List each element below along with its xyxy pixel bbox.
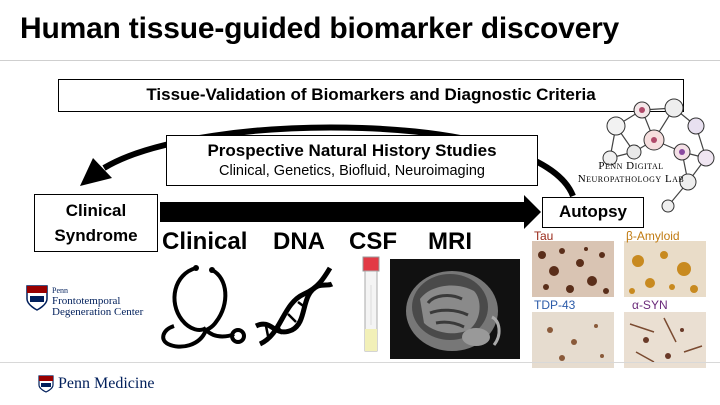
lab-name-line2: Neuropathology Lab xyxy=(548,173,714,186)
tdp43-stain-texture xyxy=(532,312,614,368)
penn-medicine-text: Penn Medicine xyxy=(58,375,154,393)
lab-name: Penn Digital Neuropathology Lab xyxy=(548,160,714,186)
penn-ftd-logo: Penn Frontotemporal Degeneration Center xyxy=(26,285,143,318)
footer-divider xyxy=(0,362,720,363)
asyn-label: α-SYN xyxy=(632,298,668,312)
curved-arrowhead xyxy=(80,158,112,186)
amyloid-label: β-Amyloid xyxy=(626,229,680,243)
tdp43-stain-panel xyxy=(532,312,614,368)
penn-ftd-line2: Degeneration Center xyxy=(52,307,143,318)
tau-stain-texture xyxy=(532,241,614,297)
natural-history-box: Prospective Natural History Studies Clin… xyxy=(166,135,538,186)
natural-history-subtitle: Clinical, Genetics, Biofluid, Neuroimagi… xyxy=(167,163,537,179)
natural-history-title: Prospective Natural History Studies xyxy=(167,141,537,161)
penn-medicine-shield-icon xyxy=(38,375,54,393)
tdp43-label: TDP-43 xyxy=(534,298,575,312)
stethoscope-icon xyxy=(160,262,250,358)
asyn-stain-texture xyxy=(624,312,706,368)
category-dna: DNA xyxy=(273,228,325,256)
clinical-syndrome-line2: Syndrome xyxy=(35,223,157,248)
csf-tube-icon xyxy=(360,255,382,357)
tau-label: Tau xyxy=(534,229,553,243)
tau-stain-panel xyxy=(532,241,614,297)
mri-brain-image xyxy=(390,259,520,359)
category-csf: CSF xyxy=(349,228,397,256)
penn-medicine-logo: Penn Medicine xyxy=(38,375,154,393)
penn-shield-icon xyxy=(26,285,48,311)
dna-icon xyxy=(252,264,336,350)
asyn-stain-panel xyxy=(624,312,706,368)
forward-arrow-shaft xyxy=(160,202,528,222)
clinical-syndrome-box: Clinical Syndrome xyxy=(34,194,158,252)
amyloid-stain-panel xyxy=(624,241,706,297)
category-mri: MRI xyxy=(428,228,472,256)
penn-ftd-text: Penn Frontotemporal Degeneration Center xyxy=(52,285,143,318)
clinical-syndrome-line1: Clinical xyxy=(35,198,157,223)
forward-arrowhead xyxy=(524,195,541,229)
category-clinical: Clinical xyxy=(162,228,247,256)
lab-name-line1: Penn Digital xyxy=(548,160,714,173)
amyloid-stain-texture xyxy=(624,241,706,297)
